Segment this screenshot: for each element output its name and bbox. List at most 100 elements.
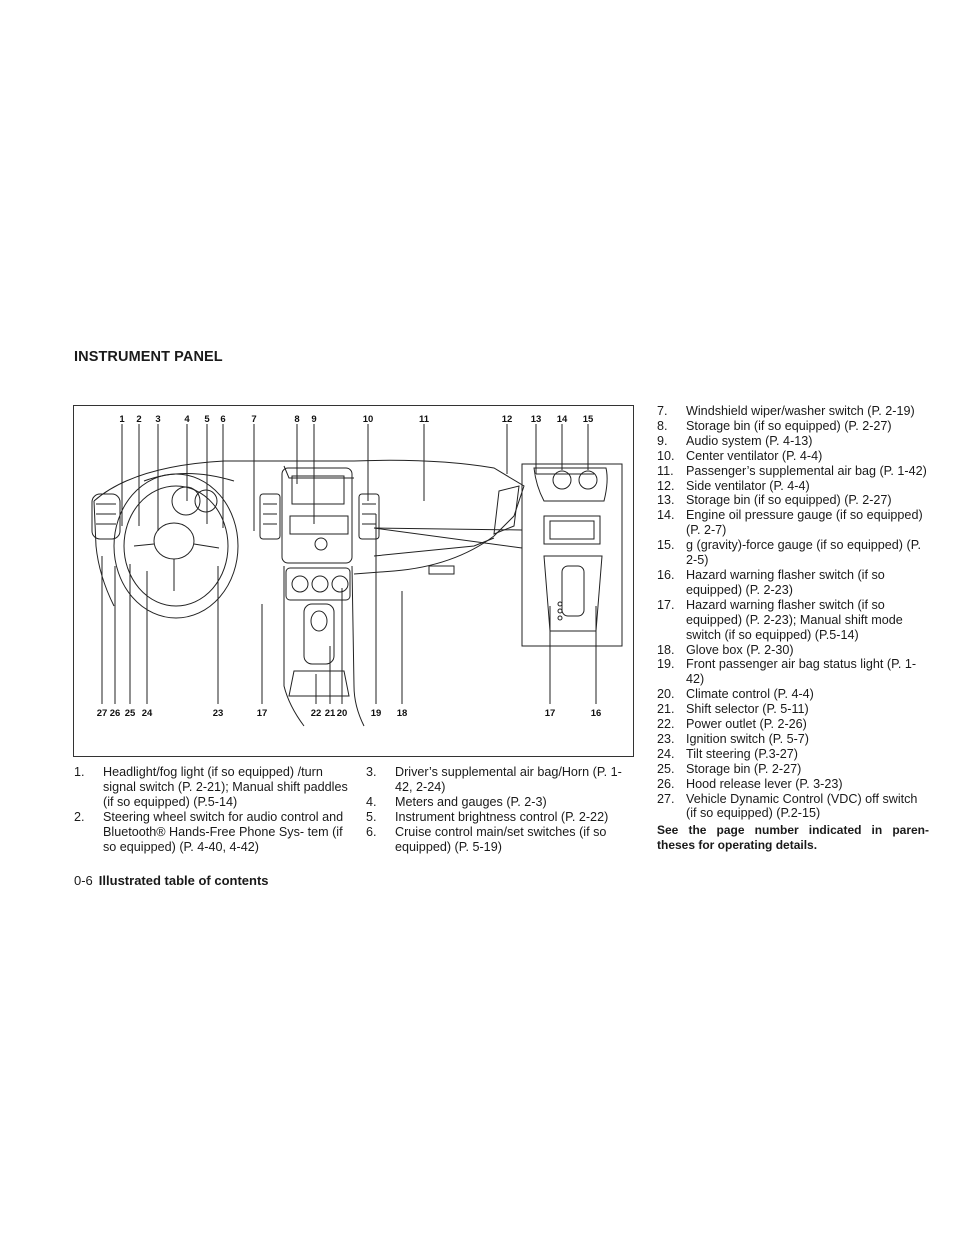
callout-label: 4 [184, 414, 190, 425]
legend-item-text: Headlight/fog light (if so equipped) /tu… [103, 765, 348, 809]
operating-details-note: See the page number indicated in paren- … [657, 823, 929, 852]
legend-item-text: Hazard warning flasher switch (if so equ… [686, 597, 903, 642]
callout-label: 19 [371, 708, 382, 719]
section-title: INSTRUMENT PANEL [74, 349, 223, 365]
legend-item-number: 15. [657, 538, 675, 553]
legend-item-text: Driver’s supplemental air bag/Horn (P. 1… [395, 765, 622, 794]
legend-item-text: Ignition switch (P. 5-7) [686, 731, 809, 746]
callout-label: 20 [337, 708, 348, 719]
legend-item-number: 14. [657, 508, 675, 523]
callout-label: 27 [97, 708, 108, 719]
legend-item-text: Front passenger air bag status light (P.… [686, 657, 917, 687]
callout-label: 24 [142, 708, 153, 719]
legend-item: 7. Windshield wiper/washer switch (P. 2-1… [657, 404, 929, 419]
legend-item-number: 3. [366, 765, 377, 779]
callout-label: 2 [136, 414, 141, 425]
callout-label: 1 [119, 414, 125, 425]
legend-item-text: Storage bin (if so equipped) (P. 2-27) [686, 418, 892, 433]
callout-label: 22 [311, 708, 322, 719]
callout-label: 7 [251, 414, 256, 425]
legend-item-text: Storage bin (P. 2-27) [686, 761, 802, 776]
callout-label: 26 [110, 708, 121, 719]
legend-item-text: Tilt steering (P.3-27) [686, 746, 798, 761]
callout-label: 3 [155, 414, 160, 425]
legend-item: 16. Hazard warning flasher switch (if so … [657, 568, 929, 598]
legend-item-number: 26. [657, 776, 675, 791]
legend-item-text: Storage bin (if so equipped) (P. 2-27) [686, 493, 892, 508]
callout-label: 21 [325, 708, 336, 719]
legend-item-number: 4. [366, 794, 377, 809]
legend-item-number: 6. [366, 824, 377, 839]
legend-item-number: 23. [657, 731, 675, 746]
legend-item: 6. Cruise control main/set switches (if s… [366, 825, 636, 855]
callout-label: 5 [204, 414, 210, 425]
legend-item-text: Steering wheel switch for audio control … [103, 809, 344, 854]
legend-column-3: 7. Windshield wiper/washer switch (P. 2-1… [657, 404, 929, 852]
legend-item: 2.Steering wheel switch for audio contro… [74, 810, 359, 855]
callout-label: 12 [502, 414, 513, 425]
legend-item-text: Meters and gauges (P. 2-3) [395, 794, 547, 809]
callout-label: 17 [545, 708, 556, 719]
callout-label: 8 [294, 414, 299, 425]
legend-item: 14. Engine oil pressure gauge (if so equi… [657, 508, 929, 538]
legend-item-text: Engine oil pressure gauge (if so equippe… [686, 508, 923, 538]
legend-item-text: Side ventilator (P. 4-4) [686, 478, 810, 493]
legend-item: 5.Instrument brightness control (P. 2-22… [366, 810, 636, 825]
legend-item-number: 5. [366, 809, 377, 824]
legend-item: 15. g (gravity)-force gauge (if so equipp… [657, 538, 929, 568]
legend-item-text: Hood release lever (P. 3-23) [686, 776, 843, 791]
footer-title: Illustrated table of contents [98, 873, 269, 888]
legend-item-number: 24. [657, 746, 675, 761]
legend-item: 4. Meters and gauges (P. 2-3) [366, 795, 636, 810]
legend-item-text: g (gravity)-force gauge (if so equipped)… [686, 538, 921, 568]
legend-item: 27.Vehicle Dynamic Control (VDC) off swi… [657, 792, 929, 822]
legend-item: 26. Hood release lever (P. 3-23) [657, 777, 929, 792]
legend-item-number: 25. [657, 761, 675, 776]
callout-label: 15 [583, 414, 594, 425]
legend-item-text: Hazard warning flasher switch (if so equ… [686, 567, 885, 597]
legend-item-text: Glove box (P. 2-30) [686, 642, 794, 657]
legend-item: 1.Headlight/fog light (if so equipped) /… [74, 765, 359, 810]
legend-item: 23. Ignition switch (P. 5-7) [657, 732, 929, 747]
legend-item-text: Shift selector (P. 5-11) [686, 702, 809, 717]
legend-list-3: 7. Windshield wiper/washer switch (P. 2-1… [657, 404, 929, 821]
legend-item-number: 19. [657, 657, 675, 672]
legend-item: 13.Storage bin (if so equipped) (P. 2-27… [657, 493, 929, 508]
callout-label: 18 [397, 708, 408, 719]
legend-item-number: 10. [657, 448, 675, 463]
legend-item-number: 12. [657, 478, 675, 493]
legend-item-number: 7. [657, 404, 668, 418]
legend-item-number: 8. [657, 418, 668, 433]
legend-item-number: 11. [657, 463, 674, 478]
legend-item: 20. Climate control (P. 4-4) [657, 687, 929, 702]
page-number: 0-6 [74, 873, 93, 888]
legend-item: 21. Shift selector (P. 5-11) [657, 702, 929, 717]
legend-item-text: Cruise control main/set switches (if so … [395, 824, 607, 854]
callout-label: 11 [419, 414, 430, 425]
callout-label: 25 [125, 708, 136, 719]
legend-item-number: 21. [657, 702, 675, 717]
callout-label: 9 [311, 414, 316, 425]
callout-label: 23 [213, 708, 224, 719]
legend-item-number: 16. [657, 567, 675, 582]
legend-item-number: 9. [657, 433, 668, 448]
legend-item-text: Climate control (P. 4-4) [686, 687, 814, 702]
legend-column-1: 1.Headlight/fog light (if so equipped) /… [74, 765, 359, 854]
legend-item-text: Windshield wiper/washer switch (P. 2-19) [686, 404, 915, 418]
legend-item: 11. Passenger’s supplemental air bag (P. … [657, 464, 929, 479]
legend-item-number: 22. [657, 717, 675, 732]
callout-label: 17 [257, 708, 268, 719]
callout-label: 10 [363, 414, 374, 425]
legend-item: 3. Driver’s supplemental air bag/Horn (P.… [366, 765, 636, 795]
legend-item-text: Vehicle Dynamic Control (VDC) off switch… [686, 791, 918, 821]
legend-item: 17.Hazard warning flasher switch (if so … [657, 598, 929, 643]
callout-label: 13 [531, 414, 542, 425]
legend-list-2: 3. Driver’s supplemental air bag/Horn (P.… [366, 765, 636, 854]
legend-item-number: 18. [657, 642, 675, 657]
legend-item-number: 20. [657, 687, 675, 702]
legend-item-text: Passenger’s supplemental air bag (P. 1-4… [686, 463, 927, 478]
legend-item: 22.Power outlet (P. 2-26) [657, 717, 929, 732]
legend-item: 24. Tilt steering (P.3-27) [657, 747, 929, 762]
